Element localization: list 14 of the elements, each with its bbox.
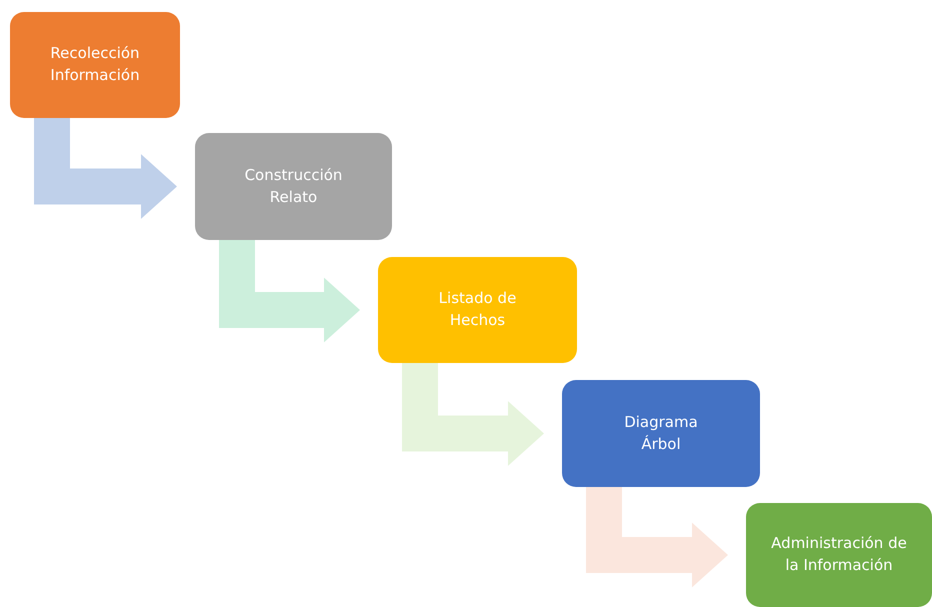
step-label: Administración de la Información — [770, 533, 908, 576]
process-box — [746, 503, 932, 607]
step-label: Listado de Hechos — [438, 288, 518, 331]
process-box — [562, 380, 760, 487]
bent-arrow — [219, 240, 360, 342]
process-box — [10, 12, 180, 118]
bent-arrow — [586, 487, 728, 588]
step-label: Construcción Relato — [244, 164, 344, 208]
bent-arrow — [34, 118, 177, 219]
process-box — [378, 257, 577, 363]
step-label: Recolección Información — [49, 43, 141, 86]
process-box — [195, 133, 392, 240]
step-label: Diagrama Árbol — [623, 412, 699, 454]
bent-arrow — [402, 363, 544, 466]
